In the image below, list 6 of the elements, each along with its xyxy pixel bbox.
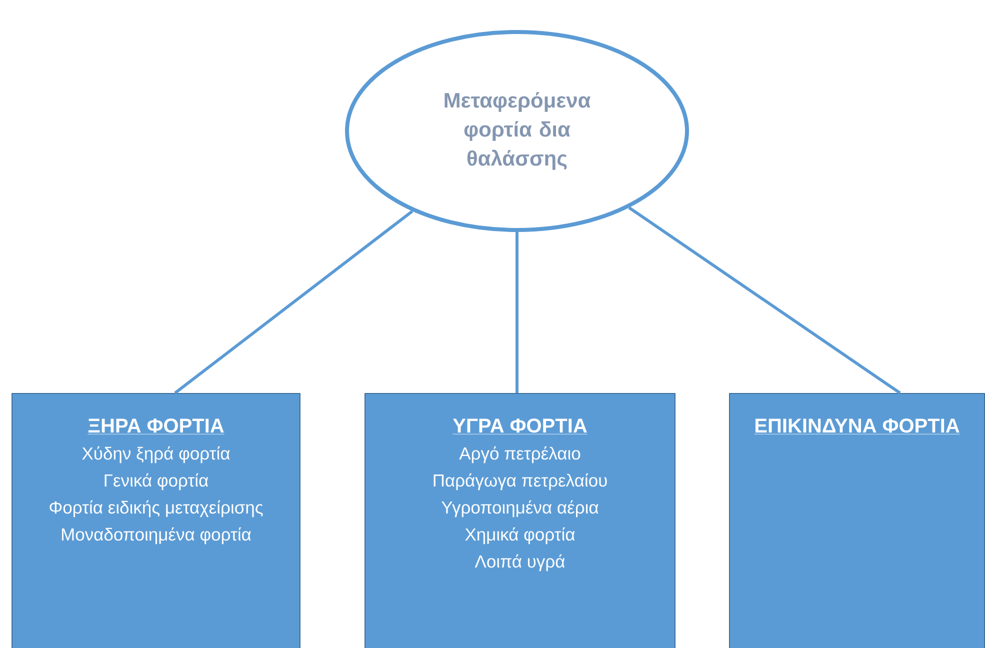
connector-line <box>628 206 901 394</box>
category-box: ΕΠΙΚΙΝΔΥΝΑ ΦΟΡΤΙΑ <box>729 393 985 648</box>
connector-line <box>174 210 414 394</box>
category-box: ΞΗΡΑ ΦΟΡΤΙΑ Χύδην ξηρά φορτία Γενικά φορτία Φορτία ειδικής μεταχείρισης Μοναδοποιημένα φορτία <box>12 393 300 648</box>
connector-line <box>516 232 518 393</box>
category-box: ΥΓΡΑ ΦΟΡΤΙΑ Αργό πετρέλαιο Παράγωγα πετρελαίου Υγροποιημένα αέρια Χημικά φορτία Λοιπά υγρά <box>364 393 676 648</box>
